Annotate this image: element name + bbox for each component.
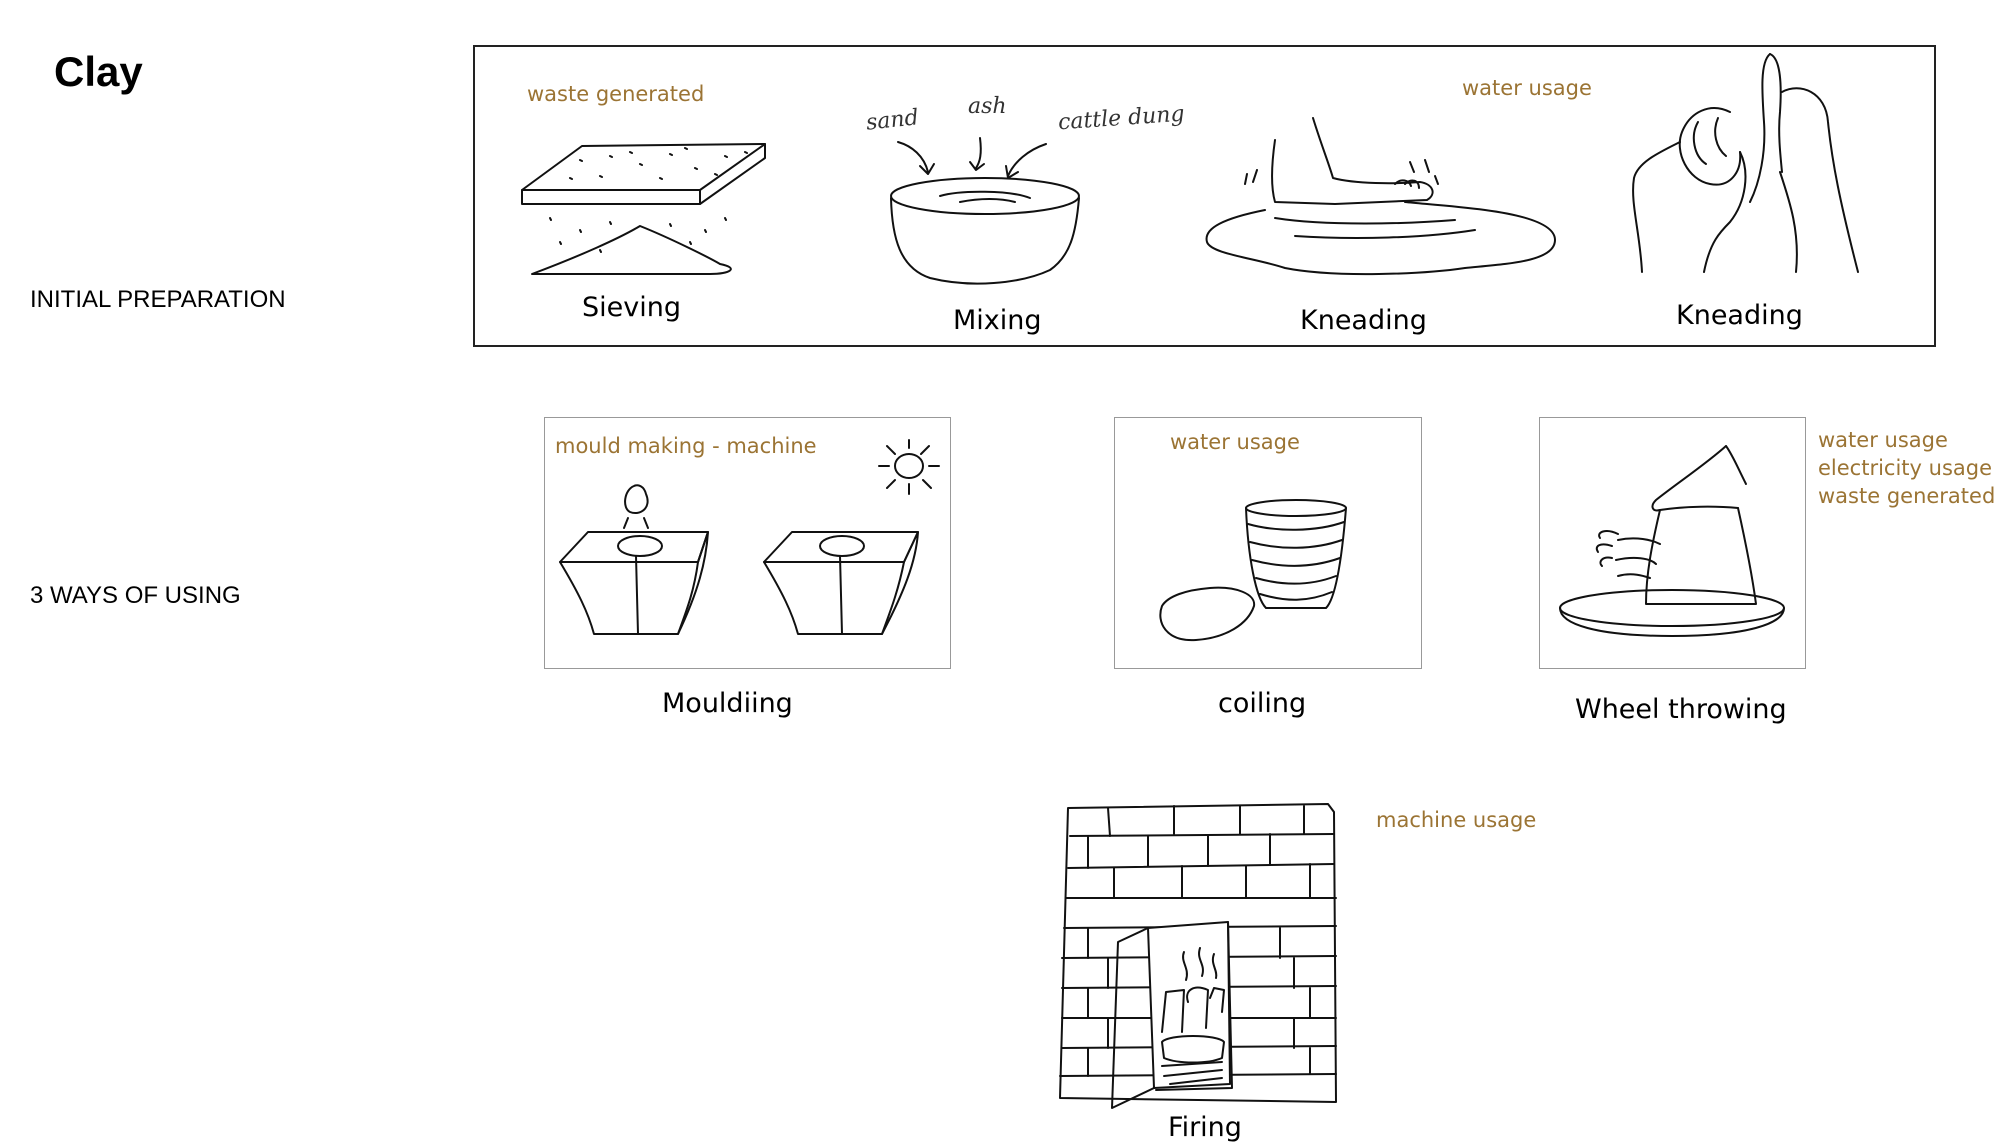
- moulding-caption: Mouldiing: [662, 688, 793, 719]
- mixing-caption: Mixing: [953, 305, 1042, 336]
- moulding-box: [544, 417, 951, 669]
- kneading-hand-caption: Kneading: [1676, 300, 1803, 331]
- coiling-box: [1114, 417, 1422, 669]
- moulding-note: mould making - machine: [555, 434, 817, 458]
- sun-icon: [878, 439, 940, 495]
- mixing-bowl-icon: [890, 137, 1080, 285]
- page-title: Clay: [54, 48, 143, 95]
- kneading-foot-caption: Kneading: [1300, 305, 1427, 336]
- section-label-ways-of-using: 3 WAYS OF USING: [30, 582, 241, 609]
- wheel-note-waste: waste generated: [1818, 484, 1996, 508]
- potters-wheel-icon: [1559, 445, 1785, 637]
- kiln-icon: [1059, 803, 1337, 1109]
- sieving-note: waste generated: [527, 82, 705, 106]
- coil-pot-icon: [1159, 499, 1347, 642]
- wheel-note-electricity: electricity usage: [1818, 456, 1993, 480]
- sieving-caption: Sieving: [582, 292, 681, 323]
- hand-kneading-icon: [1632, 53, 1859, 273]
- coiling-note: water usage: [1170, 430, 1300, 454]
- section-label-initial-preparation: INITIAL PREPARATION: [30, 286, 286, 313]
- foot-kneading-icon: [1205, 117, 1556, 276]
- wheel-throwing-caption: Wheel throwing: [1575, 694, 1787, 725]
- firing-caption: Firing: [1168, 1112, 1242, 1143]
- firing-note: machine usage: [1376, 808, 1537, 832]
- wheel-note-water: water usage: [1818, 428, 1948, 452]
- mixing-ingredient-ash: ash: [968, 94, 1007, 119]
- mould-icon: [559, 484, 919, 635]
- initial-preparation-frame: [473, 45, 1936, 347]
- kneading-foot-note: water usage: [1462, 76, 1592, 100]
- coiling-caption: coiling: [1218, 688, 1307, 719]
- wheel-throwing-box: [1539, 417, 1806, 669]
- sieve-icon: [521, 143, 766, 275]
